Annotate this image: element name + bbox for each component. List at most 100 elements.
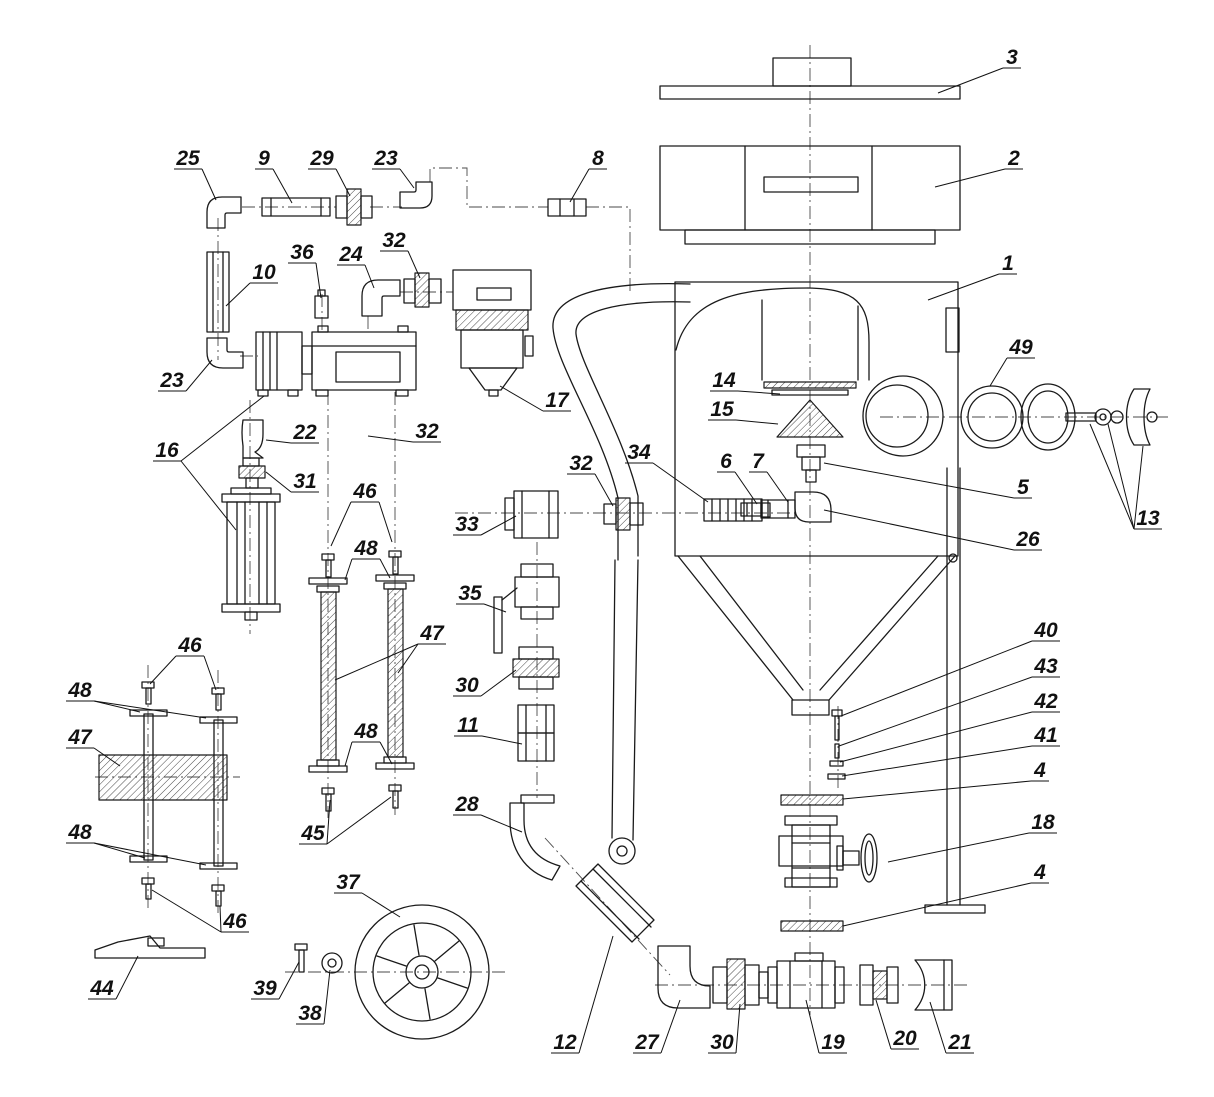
part-39-bolt	[294, 943, 308, 973]
callout-32-11: 32	[380, 229, 421, 279]
part-2-lid	[659, 145, 961, 245]
callout-32-25: 32	[567, 452, 614, 507]
callout-2-1: 2	[934, 147, 1023, 188]
callout-label: 32	[415, 420, 439, 443]
pump-unit	[255, 325, 417, 397]
callout-27-55: 27	[633, 999, 681, 1054]
callout-25-3: 25	[174, 147, 217, 201]
part-12-pipe	[575, 863, 655, 943]
callout-41-42: 41	[841, 724, 1060, 777]
callout-10-8: 10	[225, 261, 278, 307]
callout-label: 15	[710, 398, 734, 421]
callout-12-54: 12	[551, 935, 614, 1054]
part-14-flange	[763, 381, 857, 396]
callout-43-40: 43	[838, 655, 1060, 747]
part-9-nipple	[261, 197, 331, 217]
part-5-valve-stem	[796, 444, 826, 483]
callout-label: 37	[336, 871, 361, 894]
callout-42-41: 42	[839, 690, 1060, 763]
part-44-lever	[94, 935, 206, 959]
callout-30-56: 30	[708, 1003, 741, 1054]
hose-assembly-left	[98, 681, 238, 907]
callout-44-51: 44	[88, 955, 139, 1000]
callout-label: 28	[454, 793, 479, 816]
callout-label: 9	[258, 147, 270, 170]
callout-3-0: 3	[937, 46, 1021, 94]
callout-6-23: 6	[717, 450, 758, 505]
callout-label: 19	[821, 1031, 845, 1054]
callout-34-26: 34	[625, 441, 709, 503]
callout-label: 45	[300, 822, 325, 845]
part-15-cone	[776, 399, 844, 438]
callout-label: 29	[309, 147, 334, 170]
part-20-fitting	[859, 964, 899, 1006]
callout-label: 46	[222, 910, 247, 933]
callout-28-44: 28	[453, 793, 523, 833]
callout-label: 48	[67, 679, 92, 702]
callout-label: 47	[67, 726, 93, 749]
callout-label: 23	[159, 369, 184, 392]
callout-label: 11	[457, 714, 479, 737]
callout-11-37: 11	[454, 714, 523, 745]
callout-label: 32	[569, 452, 593, 475]
callout-label: 3	[1006, 46, 1018, 69]
callout-label: 4	[1033, 861, 1046, 884]
callout-8-2: 8	[569, 147, 607, 203]
callout-35-34: 35	[456, 582, 507, 613]
callout-23-6: 23	[372, 147, 415, 189]
hose-assembly-2	[375, 550, 415, 809]
callout-label: 12	[553, 1031, 577, 1054]
callout-label: 46	[352, 480, 377, 503]
part-37-wheel	[354, 904, 490, 1040]
callout-21-59: 21	[929, 1001, 974, 1054]
callout-label: 36	[290, 241, 314, 264]
callout-label: 1	[1002, 252, 1014, 275]
callout-33-27: 33	[453, 513, 517, 536]
callout-18-45: 18	[887, 811, 1057, 863]
part-38-ring	[321, 952, 343, 974]
hose-assembly-1	[308, 553, 348, 812]
part-24-elbow	[361, 279, 401, 317]
part-25-elbow	[206, 196, 242, 229]
callout-label: 18	[1031, 811, 1055, 834]
part-10-pipe	[206, 251, 230, 333]
callout-4-43: 4	[842, 759, 1049, 800]
callout-label: 2	[1007, 147, 1020, 170]
callout-40-39: 40	[840, 619, 1060, 717]
part-35-ball-valve	[493, 563, 560, 654]
callout-label: 32	[382, 229, 406, 252]
callout-label: 48	[353, 720, 378, 743]
part-32-fitting-c	[603, 497, 644, 531]
part-8-fitting	[547, 198, 587, 217]
callout-46-31: 46	[149, 634, 217, 691]
callout-label: 30	[710, 1031, 734, 1054]
part-30-union-a	[512, 646, 560, 690]
part-42-washer	[829, 760, 844, 767]
callout-5-22: 5	[823, 462, 1032, 499]
callout-label: 27	[634, 1031, 660, 1054]
callout-39-52: 39	[251, 961, 300, 1000]
callout-label: 48	[353, 537, 378, 560]
part-6-fitting	[740, 502, 762, 517]
part-17-filter	[452, 269, 534, 397]
callout-31-20: 31	[265, 470, 319, 493]
callout-label: 39	[253, 977, 277, 1000]
callout-label: 21	[947, 1031, 971, 1054]
callout-label: 25	[175, 147, 200, 170]
callout-7-24: 7	[749, 450, 789, 503]
part-4-washer-a	[780, 794, 844, 806]
callout-label: 22	[292, 421, 317, 444]
part-43-pin	[834, 743, 840, 759]
part-33-tee	[504, 490, 559, 539]
callout-45-48: 45	[299, 796, 392, 845]
callout-label: 10	[252, 261, 276, 284]
callout-17-15: 17	[499, 385, 571, 412]
callout-38-53: 38	[296, 969, 331, 1025]
callout-47-35: 47	[334, 622, 446, 681]
callout-label: 49	[1008, 336, 1033, 359]
part-11-coupling	[517, 704, 555, 762]
callout-label: 17	[545, 389, 570, 412]
part-49-gasket	[960, 385, 1024, 449]
